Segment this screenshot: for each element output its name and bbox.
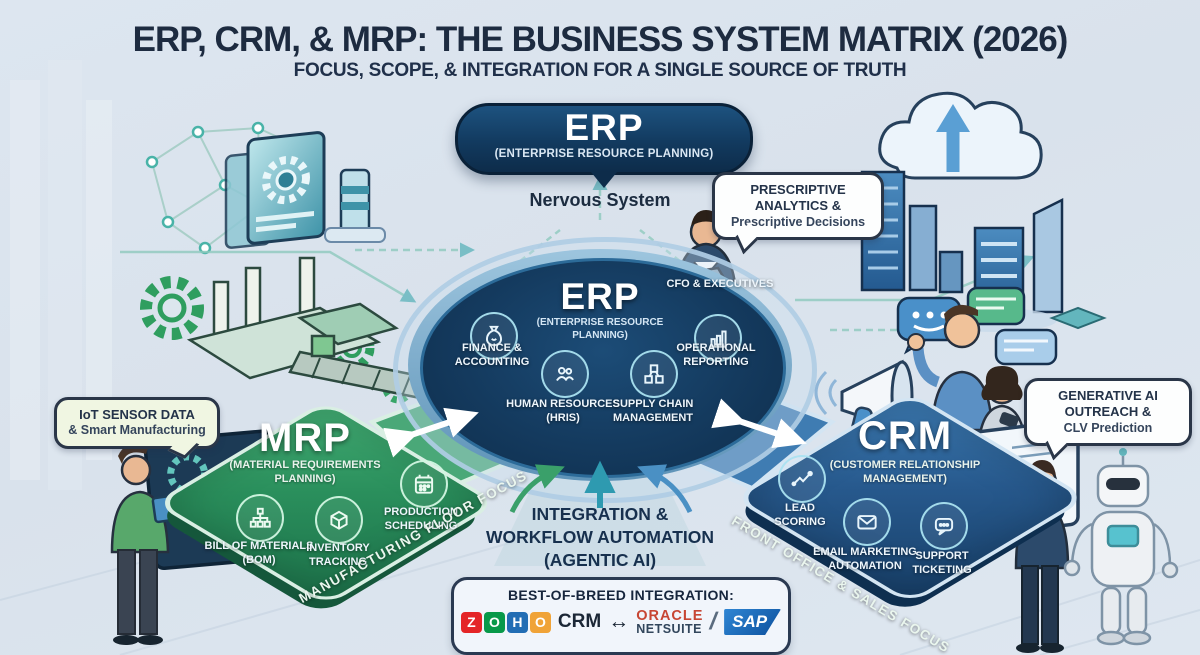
erp-banner: ERP (ENTERPRISE RESOURCE PLANNING) [455, 103, 753, 188]
callout-line: ANALYTICS & [754, 198, 842, 214]
cloud-upload-icon [878, 91, 1043, 180]
callout-line: Prescriptive Decisions [730, 214, 866, 229]
mrp-title: MRP [259, 416, 351, 460]
integration-line2: WORKFLOW AUTOMATION [485, 526, 715, 547]
page-title: ERP, CRM, & MRP: THE BUSINESS SYSTEM MAT… [132, 20, 1069, 59]
email-marketing-label: EMAIL MARKETING AUTOMATION [813, 546, 917, 572]
nervous-system-label: Nervous System [529, 190, 671, 210]
zoho-letter: O [529, 611, 551, 633]
generative-ai-callout: GENERATIVE AI OUTREACH & CLV Prediction [1024, 378, 1192, 461]
server-icon [324, 168, 386, 243]
zoho-letter: O [483, 611, 505, 633]
erp-banner-title: ERP [564, 107, 644, 148]
production-scheduling-label: PRODUCTION SCHEDULING [384, 506, 458, 532]
vendor-logo-row: Z O H O CRM ↔ ORACLE NETSUITE / SAP [454, 608, 788, 636]
crm-title: CRM [857, 414, 953, 458]
prescriptive-analytics-callout: PRESCRIPTIVE ANALYTICS & Prescriptive De… [712, 172, 884, 255]
worker-with-tablet [110, 444, 191, 645]
erp-banner-pointer [591, 172, 617, 188]
calendar-icon [400, 460, 448, 508]
page-subtitle: FOCUS, SCOPE, & INTEGRATION FOR A SINGLE… [293, 60, 907, 81]
operational-reporting-label: OPERATIONAL REPORTING [676, 342, 756, 368]
callout-line: OUTREACH & [1064, 404, 1152, 420]
chat-icon [920, 502, 968, 550]
envelope-icon [843, 498, 891, 546]
best-of-breed-title: BEST-OF-BREED INTEGRATION: [507, 587, 735, 603]
callout-line: CLV Prediction [1063, 420, 1153, 435]
oracle-wordmark: ORACLE [636, 607, 704, 624]
money-bag-icon [470, 312, 518, 360]
callout-tail [167, 436, 200, 459]
people-icon [541, 350, 589, 398]
erp-banner-subtitle: (ENTERPRISE RESOURCE PLANNING) [494, 147, 714, 160]
oracle-netsuite-logo: ORACLE NETSUITE [636, 607, 704, 636]
supply-chain-label: SUPPLY CHAIN MANAGEMENT [612, 398, 694, 424]
integration-line1: INTEGRATION & [531, 504, 669, 524]
zoho-letter: Z [460, 611, 482, 633]
crm-subtitle: (CUSTOMER RELATIONSHIP MANAGEMENT) [829, 459, 981, 486]
integration-label: INTEGRATION & WORKFLOW AUTOMATION (AGENT… [440, 503, 760, 571]
chat-bubbles [896, 286, 1058, 366]
zoho-logo: Z O H O [460, 611, 551, 633]
erp-hub-subtitle: (ENTERPRISE RESOURCE PLANNING) [536, 317, 664, 341]
erp-hub-title: ERP [560, 276, 640, 317]
netsuite-wordmark: NETSUITE [636, 622, 703, 636]
analytics-screen [224, 131, 326, 249]
best-of-breed-box: BEST-OF-BREED INTEGRATION: Z O H O CRM ↔… [451, 577, 791, 655]
support-ticketing-label: SUPPORT TICKETING [912, 550, 972, 576]
mrp-subtitle: (MATERIAL REQUIREMENTS PLANNING) [229, 459, 381, 486]
robot-illustration [1063, 448, 1179, 646]
callout-line: & Smart Manufacturing [68, 423, 206, 438]
city-buildings [860, 170, 1107, 332]
trend-icon [778, 455, 826, 503]
network-graph [145, 121, 317, 255]
iot-sensor-callout: IoT SENSOR DATA & Smart Manufacturing [54, 397, 220, 459]
lead-scoring-label: LEAD SCORING [774, 502, 826, 528]
finance-accounting-label: FINANCE & ACCOUNTING [454, 342, 530, 368]
bidirectional-arrow: ↔ [608, 610, 630, 633]
zoho-crm-label: CRM [557, 611, 602, 632]
sap-logo: SAP [724, 609, 782, 635]
zoho-letter: H [506, 611, 528, 633]
slash-separator: / [707, 608, 721, 635]
callout-line: IoT SENSOR DATA [79, 407, 195, 422]
bar-chart-icon [694, 314, 742, 362]
integration-line3: (AGENTIC AI) [543, 549, 657, 570]
callout-line: PRESCRIPTIVE [750, 182, 846, 197]
hierarchy-icon [236, 494, 284, 542]
callout-line: GENERATIVE AI [1058, 388, 1158, 403]
cfo-executives-label: CFO & EXECUTIVES [666, 278, 774, 290]
box-icon [315, 496, 363, 544]
